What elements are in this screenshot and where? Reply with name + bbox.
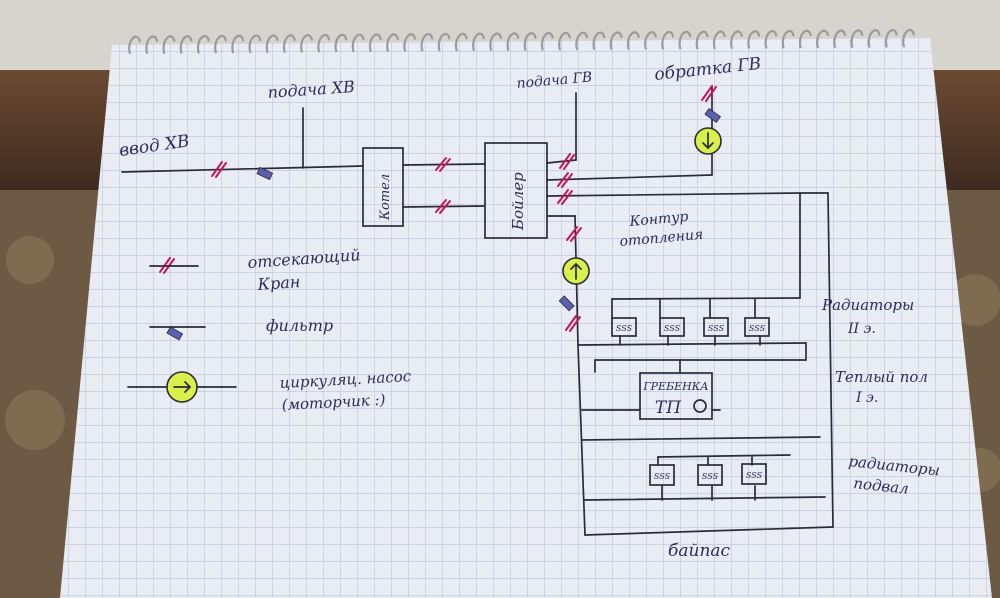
spiral-ring: [523, 32, 537, 51]
spiral-binding: [128, 28, 916, 55]
spiral-ring: [386, 33, 400, 53]
radiators-floor-2: SSS SSS SSS SSS: [611, 317, 770, 337]
spiral-ring: [403, 33, 417, 52]
spiral-ring: [609, 31, 623, 51]
manifold-label-1: ГРЕБЕНКА: [642, 380, 708, 393]
radiator-icon: SSS: [702, 472, 719, 481]
spiral-ring: [867, 29, 881, 48]
radiator-icon: SSS: [746, 471, 763, 480]
spiral-ring: [712, 30, 726, 50]
valve-marks: [159, 85, 717, 332]
spiral-ring: [265, 34, 279, 54]
spiral-ring: [128, 35, 142, 55]
spiral-ring: [214, 34, 228, 54]
radiator-icon: SSS: [664, 324, 681, 333]
spiral-ring: [231, 34, 245, 54]
spiral-ring: [764, 30, 778, 49]
spiral-ring: [179, 35, 193, 54]
spiral-ring: [781, 30, 795, 49]
spiral-ring: [884, 29, 898, 48]
spiral-ring: [661, 31, 675, 50]
label-hot-supply: подача ГВ: [516, 69, 593, 92]
spiral-ring: [334, 33, 348, 53]
legend-filter: фильтр: [266, 316, 333, 335]
label-floor-heating-a: Теплый пол: [835, 368, 928, 386]
filter-icons: [166, 107, 722, 341]
label-heating-loop-2: отопления: [619, 227, 704, 250]
spiral-ring: [489, 32, 503, 52]
spiral-ring: [644, 31, 658, 50]
legend: [127, 265, 237, 403]
spiral-ring: [540, 32, 554, 51]
spiral-ring: [437, 33, 451, 52]
radiator-icon: SSS: [708, 324, 725, 333]
manifold-gauge-icon: [693, 399, 707, 413]
spiral-ring: [196, 35, 210, 54]
pump-hot-return: [694, 127, 722, 155]
spiral-ring: [368, 33, 382, 53]
floor-heating-manifold: [639, 372, 713, 420]
spiral-ring: [506, 32, 520, 52]
label-boiler-heater: Котел: [378, 174, 393, 221]
spiral-ring: [730, 30, 744, 50]
radiator-icon: SSS: [654, 472, 671, 481]
spiral-ring: [317, 34, 331, 53]
spiral-ring: [472, 32, 486, 52]
spiral-ring: [248, 34, 262, 54]
spiral-ring: [300, 34, 314, 53]
notebook-page: [60, 38, 992, 598]
label-radiators-floor-2-a: Радиаторы: [821, 296, 914, 314]
label-boiler-tank: Бойлер: [509, 172, 527, 231]
piping-diagram: [121, 85, 834, 536]
spiral-ring: [145, 35, 159, 55]
spiral-ring: [678, 30, 692, 50]
spiral-ring: [592, 31, 606, 51]
label-bypass: байпас: [668, 541, 731, 561]
spiral-ring: [282, 34, 296, 53]
spiral-ring: [747, 30, 761, 49]
spiral-ring: [351, 33, 365, 53]
label-radiators-basement-b: подвал: [853, 474, 910, 498]
spiral-ring: [902, 28, 916, 48]
legend-pump-2: (моторчик :): [281, 391, 386, 414]
spiral-ring: [420, 33, 434, 52]
spiral-ring: [454, 32, 468, 52]
spiral-ring: [816, 29, 830, 49]
spiral-ring: [162, 35, 176, 55]
label-radiators-floor-2-b: II э.: [847, 321, 876, 337]
spiral-ring: [695, 30, 709, 50]
label-heating-loop-1: Контур: [628, 209, 689, 230]
spiral-ring: [833, 29, 847, 49]
spiral-ring: [798, 29, 812, 49]
manifold-label-2: ТП: [655, 398, 682, 418]
spiral-ring: [850, 29, 864, 49]
radiator-icon: SSS: [749, 324, 766, 333]
radiator-icon: SSS: [616, 324, 633, 333]
radiators-basement: SSS SSS SSS: [649, 463, 767, 486]
label-floor-heating-b: I э.: [855, 390, 878, 406]
spiral-ring: [558, 31, 572, 51]
pump-heating-loop: [562, 257, 590, 285]
legend-valve-2: Кран: [256, 272, 301, 294]
spiral-ring: [575, 31, 589, 51]
spiral-ring: [626, 31, 640, 50]
